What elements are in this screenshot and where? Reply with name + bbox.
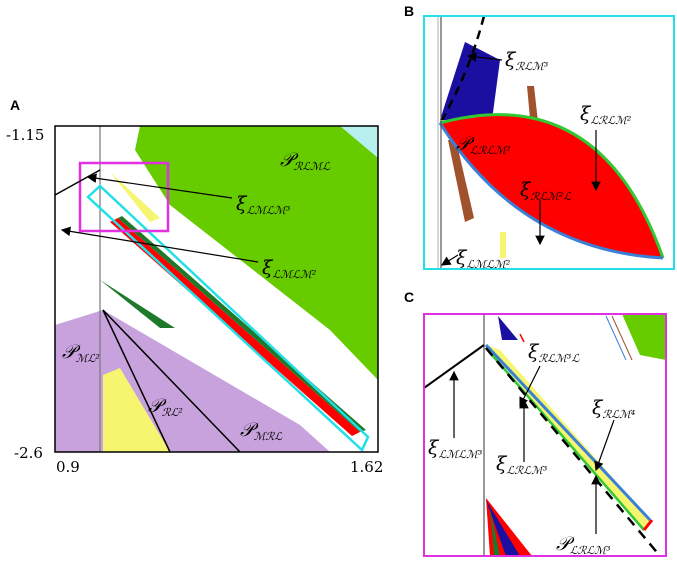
label-xi-lrlm3-c: ξℒℛℒℳ³ — [496, 453, 547, 477]
x-tick-right: 1.62 — [350, 458, 383, 476]
region-green-rlml — [135, 126, 378, 380]
arrow-xi-lmlm3-a — [86, 173, 233, 199]
purple-divider-line-1 — [102, 309, 171, 453]
arrow-xi-rlm4-c — [594, 419, 615, 472]
region-darkgreen — [100, 280, 175, 328]
zoom-box-b-cyan — [86, 184, 370, 453]
panel-a-frame — [54, 125, 379, 453]
region-red-lens-lrlm2 — [440, 114, 663, 258]
region-lightcyan — [340, 126, 378, 158]
zoom-box-c-magenta — [78, 161, 170, 233]
region-blue-c — [498, 316, 518, 340]
region-multicolor-bottom-c — [486, 498, 532, 556]
region-blue-b — [440, 42, 500, 120]
region-blue-bottom-c — [486, 500, 520, 556]
region-green-c — [622, 314, 666, 360]
region-green-bottom-c — [490, 508, 500, 556]
region-red-strip — [110, 218, 360, 436]
label-xi-lrlm2-b: ξℒℛℒℳ² — [580, 103, 631, 127]
label-xi-rlm3l-c: ξℛℒℳ³ℒ — [528, 341, 580, 365]
region-yellow-rl2 — [103, 368, 170, 452]
y-tick-top: -1.15 — [6, 126, 44, 144]
region-brown-b-2 — [448, 140, 474, 222]
label-xi-lmlm2-a: ξℒℳℒℳ² — [262, 257, 316, 281]
panel-c-frame — [423, 313, 667, 557]
panel-b: B ξℛℒℳ³ ξℒℛℒℳ² 𝒫ℒℛℒℳ² — [404, 3, 675, 271]
dashed-line-c — [485, 347, 661, 557]
red-tip-c — [642, 519, 654, 531]
panel-a-letter: A — [10, 97, 20, 113]
purple-divider-line-2 — [102, 309, 241, 453]
panel-b-letter: B — [404, 3, 414, 19]
arrow-xi-lmlm2-a — [60, 226, 259, 263]
y-tick-bottom: -2.6 — [14, 444, 43, 462]
label-xi-lmlm3-c: ξℒℳℒℳ³ — [428, 437, 482, 461]
boundary-line-c — [423, 344, 485, 389]
label-xi-lmlm2-b: ξℒℳℒℳ² — [456, 247, 510, 271]
panel-c-letter: C — [404, 289, 414, 305]
panel-c: C ξℛℒℳ³ℒ — [404, 289, 667, 557]
region-yellow-top — [110, 172, 160, 222]
panel-a: A — [6, 97, 383, 476]
label-xi-lmlm3-a: ξℒℳℒℳ³ — [236, 193, 290, 217]
arrow-xi-rlm3-b — [466, 52, 503, 62]
label-xi-rlm4-c: ξℛℒℳ⁴ — [592, 397, 635, 421]
boundary-green-lrlm2 — [439, 113, 665, 259]
label-p-lrlm3-c: 𝒫ℒℛℒℳ³ — [556, 533, 611, 557]
region-red-sliver-c — [519, 333, 525, 343]
boundary-blue-rlm2l — [438, 122, 664, 260]
region-yellow-b — [500, 232, 506, 258]
x-tick-left: 0.9 — [56, 458, 80, 476]
streak-c-2 — [611, 315, 633, 361]
panel-a-plot — [54, 125, 379, 453]
label-xi-rlm2l-b: ξℛℒℳ²ℒ — [520, 179, 572, 203]
streak-c-1 — [605, 315, 627, 361]
panel-b-frame — [423, 15, 675, 270]
label-xi-rlm3-b: ξℛℒℳ³ — [505, 49, 548, 73]
boundary-blue-rlm3l — [484, 343, 652, 522]
arrow-xi-lmlm2-b — [440, 254, 459, 266]
